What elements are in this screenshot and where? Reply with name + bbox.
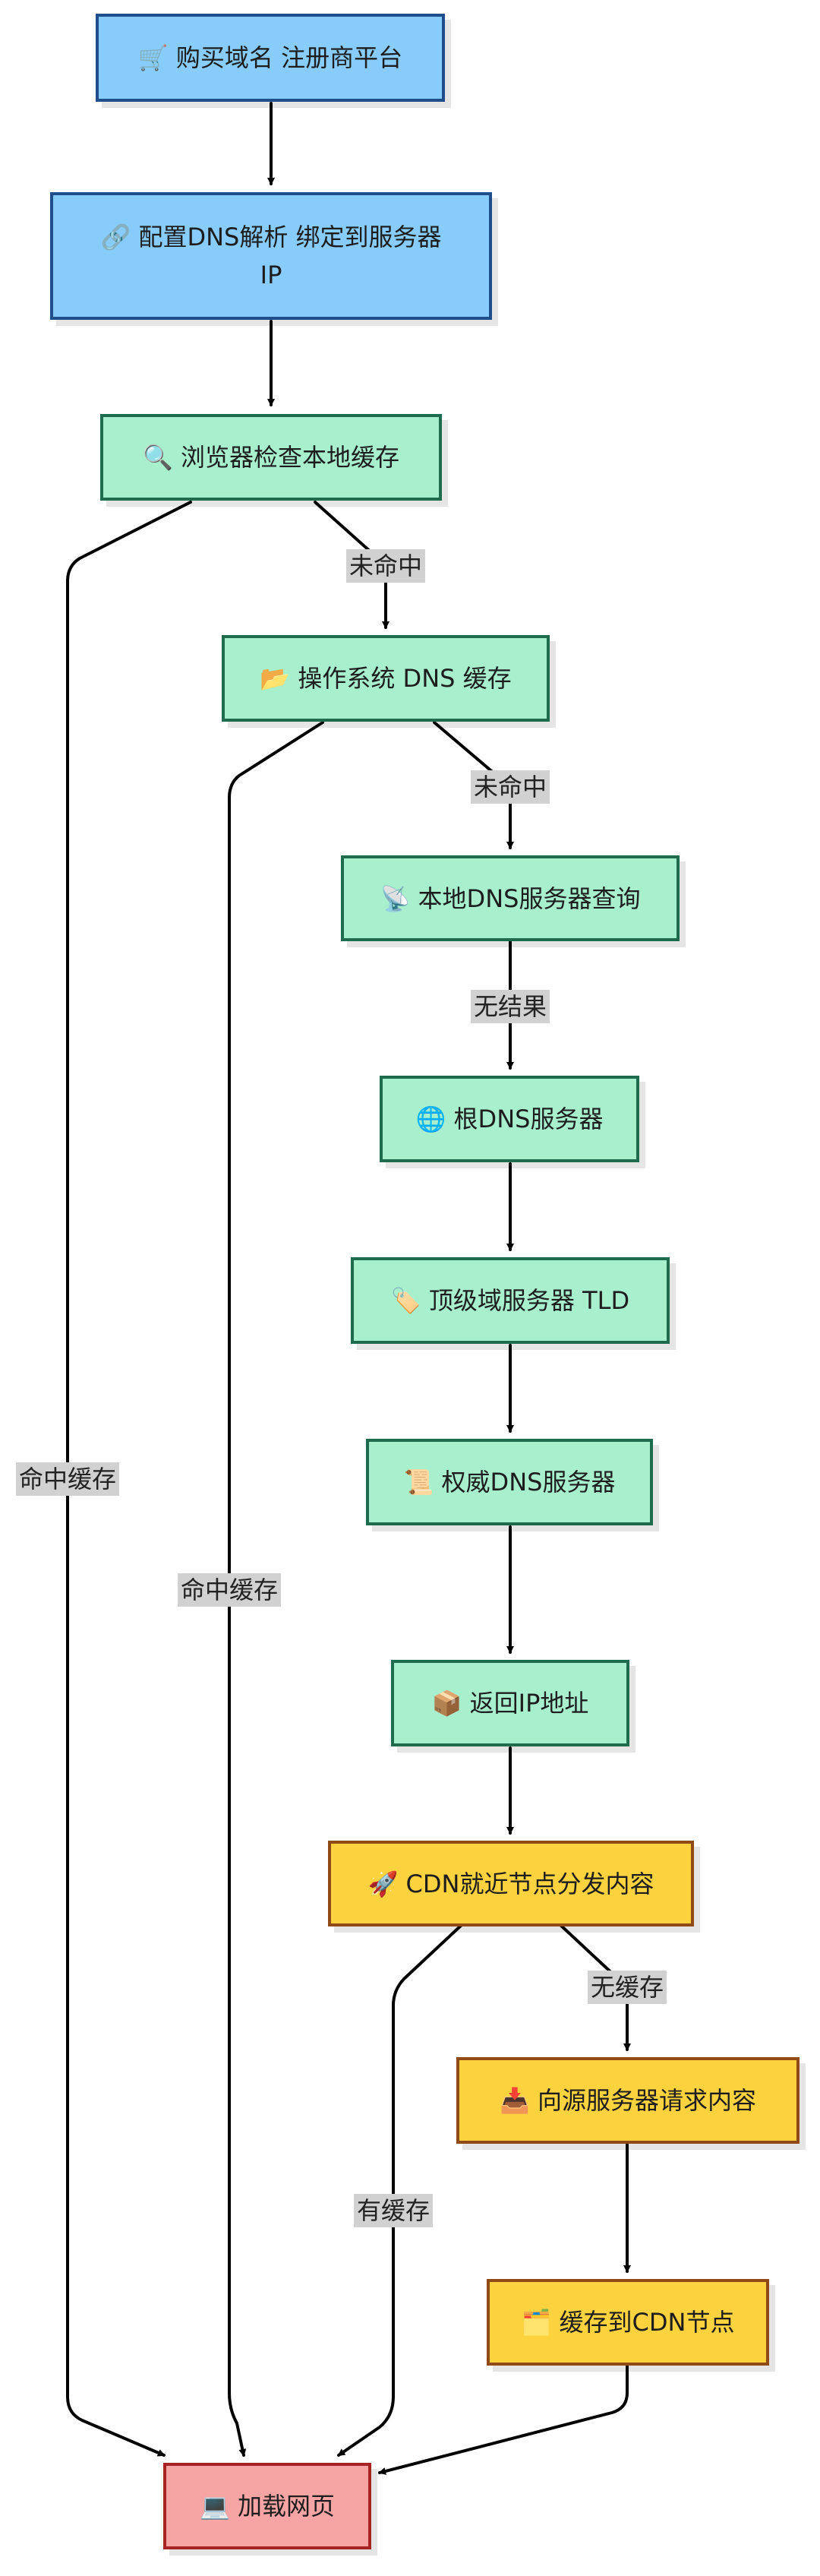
node-return-ip: 📦 返回IP地址 — [391, 1660, 629, 1746]
node-cache-cdn: 🗂️ 缓存到CDN节点 — [487, 2279, 769, 2366]
edge-cdn-to-page — [337, 1923, 463, 2457]
node-tld-server-label: 🏷️ 顶级域服务器 TLD — [390, 1286, 630, 1315]
node-cdn: 🚀 CDN就近节点分发内容 — [328, 1841, 694, 1926]
edge-label-browser-miss: 未命中 — [345, 549, 426, 583]
edge-label-cdn-has-cache: 有缓存 — [353, 2194, 434, 2227]
node-origin-request-label: 📥 向源服务器请求内容 — [499, 2086, 757, 2115]
node-load-page-label: 💻 加载网页 — [199, 2492, 336, 2521]
edge-label-browser-hit: 命中缓存 — [15, 1462, 120, 1496]
node-local-dns-label: 📡 本地DNS服务器查询 — [380, 883, 641, 913]
edge-cachecdn-to-page — [378, 2365, 629, 2475]
node-auth-dns: 📜 权威DNS服务器 — [366, 1439, 653, 1525]
node-os-cache: 📂 操作系统 DNS 缓存 — [222, 635, 550, 722]
node-cdn-label: 🚀 CDN就近节点分发内容 — [367, 1869, 654, 1898]
node-root-dns-label: 🌐 根DNS服务器 — [415, 1105, 604, 1133]
node-load-page: 💻 加载网页 — [163, 2463, 371, 2549]
node-browser-cache: 🔍 浏览器检查本地缓存 — [100, 414, 442, 501]
edge-label-cdn-no-cache: 无缓存 — [587, 1971, 667, 2004]
node-os-cache-label: 📂 操作系统 DNS 缓存 — [260, 664, 512, 693]
node-buy-domain-label: 🛒 购买域名 注册商平台 — [137, 43, 403, 72]
edge-label-os-hit: 命中缓存 — [177, 1573, 282, 1607]
node-return-ip-label: 📦 返回IP地址 — [431, 1689, 589, 1718]
node-root-dns: 🌐 根DNS服务器 — [380, 1076, 639, 1162]
node-config-dns-label: 🔗 配置DNS解析 绑定到服务器 IP — [100, 223, 442, 289]
node-auth-dns-label: 📜 权威DNS服务器 — [403, 1468, 616, 1497]
edge-label-os-miss: 未命中 — [470, 770, 550, 804]
node-buy-domain: 🛒 购买域名 注册商平台 — [96, 14, 445, 102]
node-browser-cache-label: 🔍 浏览器检查本地缓存 — [142, 443, 400, 472]
node-tld-server: 🏷️ 顶级域服务器 TLD — [351, 1257, 670, 1344]
node-cache-cdn-label: 🗂️ 缓存到CDN节点 — [521, 2308, 735, 2337]
node-config-dns: 🔗 配置DNS解析 绑定到服务器 IP — [50, 192, 492, 320]
node-local-dns: 📡 本地DNS服务器查询 — [341, 855, 680, 941]
edge-label-local-no-result: 无结果 — [470, 990, 550, 1023]
node-origin-request: 📥 向源服务器请求内容 — [456, 2057, 800, 2144]
